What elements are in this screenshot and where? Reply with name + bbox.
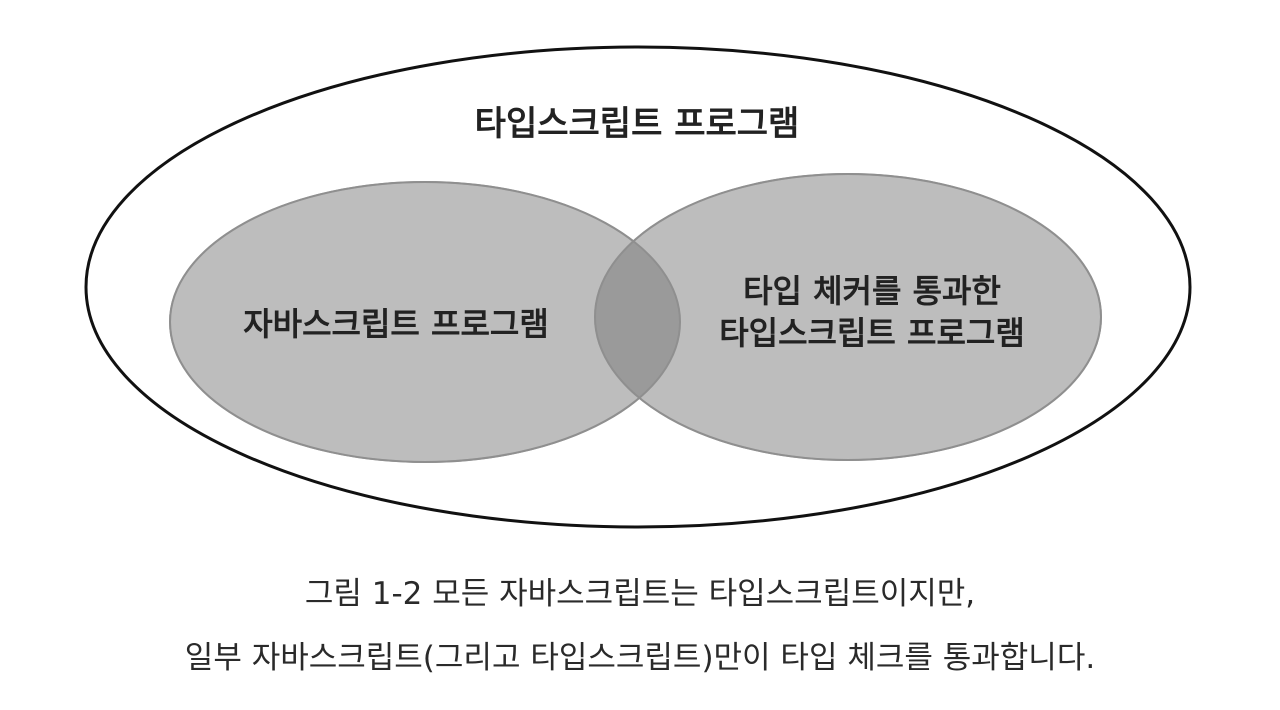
right-label-line2: 타입스크립트 프로그램 [719,314,1025,352]
caption-line-1: 그림 1-2 모든 자바스크립트는 타입스크립트이지만, [304,576,976,612]
left-label: 자바스크립트 프로그램 [243,305,549,343]
venn-diagram: 타입스크립트 프로그램 자바스크립트 프로그램 타입 체커를 통과한 타입스크립… [84,45,1192,529]
left-ellipse-outline [169,181,681,463]
right-label-line1: 타입 체커를 통과한 [743,272,1001,310]
outer-label: 타입스크립트 프로그램 [475,104,800,144]
right-ellipse-outline [594,173,1102,461]
caption-line-2: 일부 자바스크립트(그리고 타입스크립트)만이 타입 체크를 통과합니다. [184,640,1096,676]
